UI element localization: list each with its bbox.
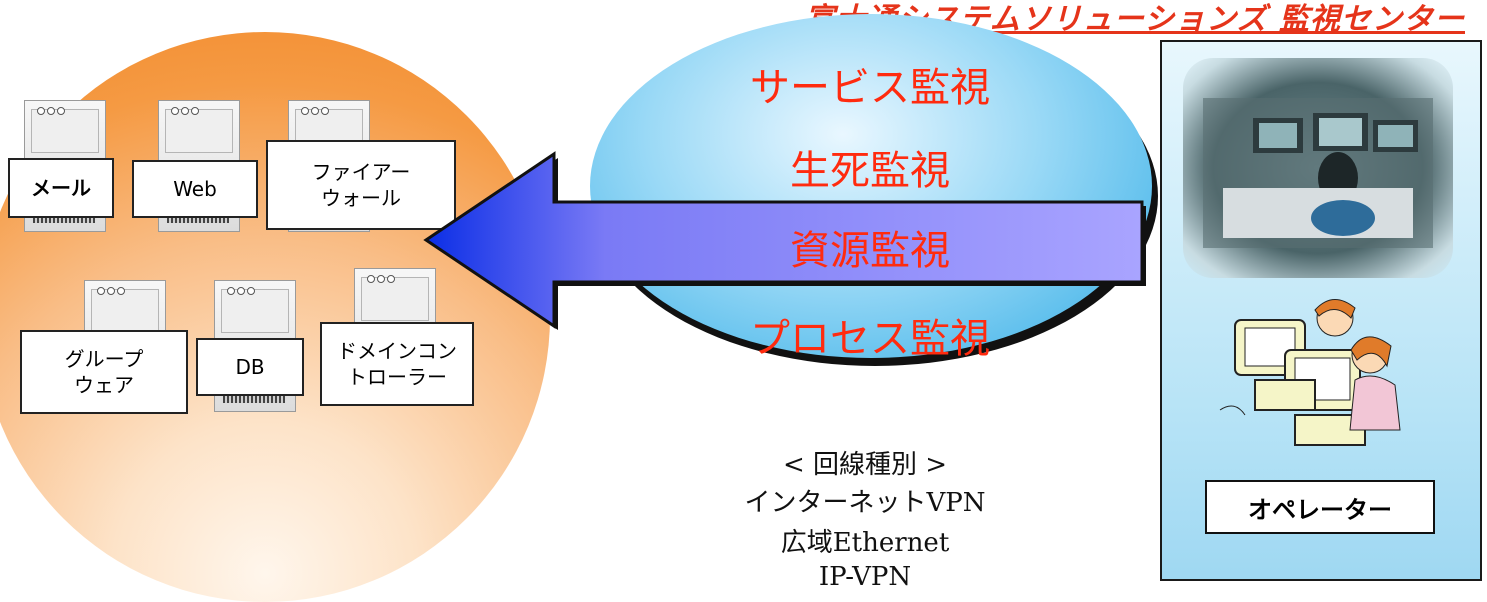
server-label-db: DB (196, 338, 304, 396)
monitoring-ellipse (590, 14, 1152, 358)
server-label-firewall: ファイアー ウォール (266, 140, 456, 230)
server-label-domain-controller: ドメインコン トローラー (320, 322, 474, 406)
server-label-web: Web (132, 160, 258, 218)
server-label-groupware: グループ ウェア (20, 330, 188, 414)
operators-illustration (1215, 290, 1415, 460)
monitoring-item-process: プロセス監視 (750, 316, 990, 362)
line-type-heading: < 回線種別 > (782, 450, 948, 480)
line-type-ip-vpn: IP-VPN (818, 562, 912, 592)
line-type-wide-ethernet: 広域Ethernet (780, 528, 950, 558)
monitoring-item-service: サービス監視 (750, 65, 990, 111)
line-type-internet-vpn: インターネットVPN (744, 488, 986, 518)
monitoring-item-alive: 生死監視 (790, 148, 950, 194)
server-label-mail: メール (8, 158, 114, 218)
monitoring-item-resource: 資源監視 (790, 228, 950, 274)
left-arrow-icon (423, 151, 1146, 330)
monitoring-room-photo (1183, 58, 1453, 278)
operator-label: オペレーター (1205, 480, 1435, 534)
